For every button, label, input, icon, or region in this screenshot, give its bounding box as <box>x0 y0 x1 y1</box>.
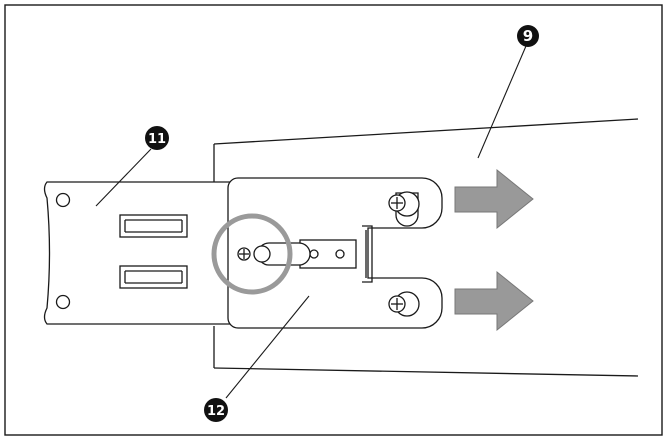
callout-11: 11 <box>145 126 169 150</box>
slot-upper <box>119 214 188 238</box>
svg-text:11: 11 <box>148 132 166 147</box>
bracket-part-11 <box>43 181 233 325</box>
mounting-hole-lower-left <box>55 294 71 310</box>
arrow-upper <box>454 168 534 230</box>
screw-upper <box>388 194 406 212</box>
panel-part-9 <box>213 118 639 377</box>
callout-9: 9 <box>517 25 539 47</box>
callout-12: 12 <box>204 398 228 422</box>
mounting-hole-upper-left <box>55 192 71 208</box>
lock-screw <box>237 247 251 261</box>
svg-text:12: 12 <box>207 404 225 419</box>
leader-lines <box>95 45 527 399</box>
lock-lever <box>253 242 311 266</box>
slot-lower <box>119 265 188 289</box>
highlight-ring <box>211 213 293 295</box>
arrow-lower <box>454 270 534 332</box>
slide-plate-part-12 <box>227 177 443 329</box>
svg-text:9: 9 <box>523 27 533 45</box>
screw-lower <box>388 295 406 313</box>
